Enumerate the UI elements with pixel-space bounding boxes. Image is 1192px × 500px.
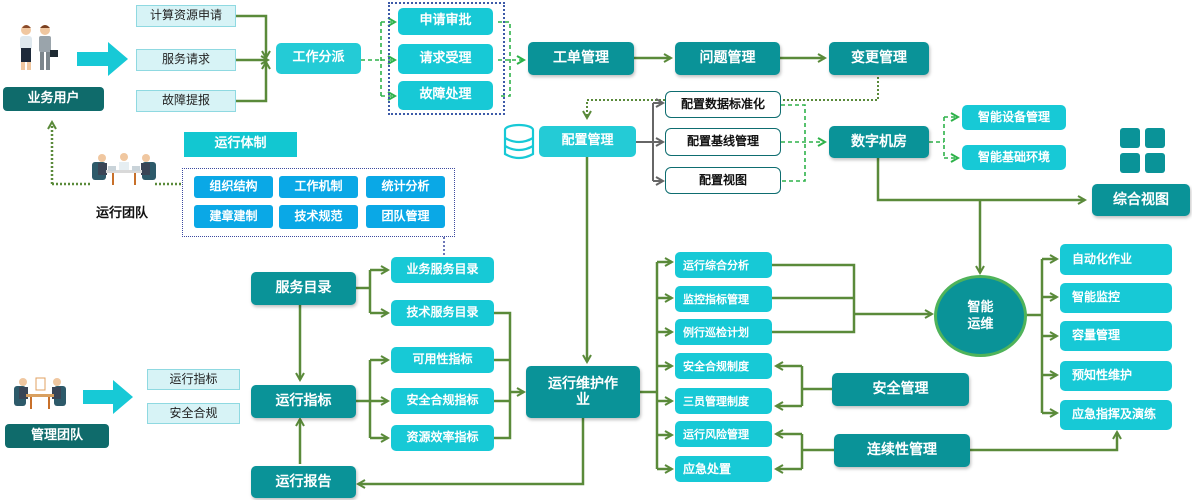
ops-task-item: 监控指标管理 bbox=[675, 286, 772, 312]
ops-team-illustration bbox=[90, 152, 158, 186]
request-item: 计算资源申请 bbox=[136, 5, 236, 27]
big-arrow-mgmt bbox=[83, 380, 133, 414]
ops-task-item: 安全合规制度 bbox=[675, 353, 772, 379]
big-arrow-users bbox=[77, 42, 128, 76]
datacenter-item: 智能基础环境 bbox=[962, 145, 1066, 170]
ops-system-item: 统计分析 bbox=[366, 176, 445, 198]
ops-system-item: 工作机制 bbox=[279, 176, 358, 198]
handling-group bbox=[388, 2, 505, 115]
service-catalog-item: 业务服务目录 bbox=[391, 257, 494, 283]
change-mgmt-node: 变更管理 bbox=[829, 42, 929, 75]
ops-task-item: 运行风险管理 bbox=[675, 421, 772, 447]
ops-system-group bbox=[182, 168, 455, 237]
mgmt-team-label: 管理团队 bbox=[5, 424, 109, 448]
business-users-label: 业务用户 bbox=[3, 87, 104, 111]
config-mgmt-node: 配置管理 bbox=[539, 126, 636, 157]
service-catalog-item: 技术服务目录 bbox=[391, 300, 494, 326]
ops-system-header: 运行体制 bbox=[184, 132, 297, 157]
datacenter-item: 智能设备管理 bbox=[962, 105, 1066, 130]
meeting-icon bbox=[92, 153, 156, 185]
ops-metrics-item: 资源效率指标 bbox=[391, 425, 494, 451]
ops-system-item: 组织结构 bbox=[194, 176, 273, 198]
people-icon bbox=[20, 25, 58, 70]
aiops-item: 应急指挥及演练 bbox=[1060, 400, 1172, 430]
request-item: 服务请求 bbox=[136, 49, 236, 71]
security-mgmt-node: 安全管理 bbox=[832, 373, 969, 406]
service-catalog-node: 服务目录 bbox=[251, 272, 356, 305]
handling-item: 故障处理 bbox=[398, 81, 493, 110]
config-item: 配置视图 bbox=[665, 167, 781, 194]
aiops-label: 智能运维 bbox=[967, 300, 994, 332]
database-icon bbox=[502, 123, 536, 161]
ops-task-item: 三员管理制度 bbox=[675, 388, 772, 414]
aiops-item: 自动化作业 bbox=[1060, 244, 1172, 275]
problem-mgmt-node: 问题管理 bbox=[675, 42, 780, 75]
mgmt-input-item: 安全合规 bbox=[147, 403, 240, 424]
ops-metrics-node: 运行指标 bbox=[251, 385, 356, 418]
handling-item: 请求受理 bbox=[398, 44, 493, 74]
ops-work-node: 运行维护作业 bbox=[526, 366, 640, 418]
work-order-node: 工单管理 bbox=[528, 42, 634, 75]
ops-system-item: 技术规范 bbox=[279, 205, 358, 229]
aiops-item: 容量管理 bbox=[1060, 321, 1172, 351]
aiops-node: 智能运维 bbox=[934, 275, 1027, 357]
datacenter-node: 数字机房 bbox=[829, 126, 929, 158]
overview-node: 综合视图 bbox=[1092, 184, 1190, 216]
mgmt-team-illustration bbox=[12, 376, 68, 410]
continuity-mgmt-node: 连续性管理 bbox=[834, 434, 970, 467]
handling-item: 申请审批 bbox=[398, 8, 493, 35]
ops-report-node: 运行报告 bbox=[251, 466, 356, 498]
business-users-illustration bbox=[12, 22, 60, 72]
ops-task-item: 应急处置 bbox=[675, 456, 772, 482]
aiops-item: 智能监控 bbox=[1060, 283, 1172, 313]
dispatch-node: 工作分派 bbox=[276, 43, 361, 74]
ops-task-item: 运行综合分析 bbox=[675, 252, 772, 278]
config-item: 配置数据标准化 bbox=[665, 91, 781, 118]
meeting-icon bbox=[14, 377, 66, 409]
config-item: 配置基线管理 bbox=[665, 128, 781, 156]
ops-team-label: 运行团队 bbox=[96, 206, 149, 221]
overview-grid-icon bbox=[1120, 128, 1165, 173]
aiops-item: 预知性维护 bbox=[1060, 361, 1172, 391]
mgmt-input-item: 运行指标 bbox=[147, 369, 240, 390]
ops-task-item: 例行巡检计划 bbox=[675, 319, 772, 345]
request-item: 故障提报 bbox=[136, 90, 236, 112]
ops-system-item: 团队管理 bbox=[366, 205, 445, 228]
ops-metrics-item: 安全合规指标 bbox=[391, 388, 494, 414]
ops-metrics-item: 可用性指标 bbox=[391, 347, 494, 373]
ops-system-item: 建章建制 bbox=[194, 205, 273, 228]
